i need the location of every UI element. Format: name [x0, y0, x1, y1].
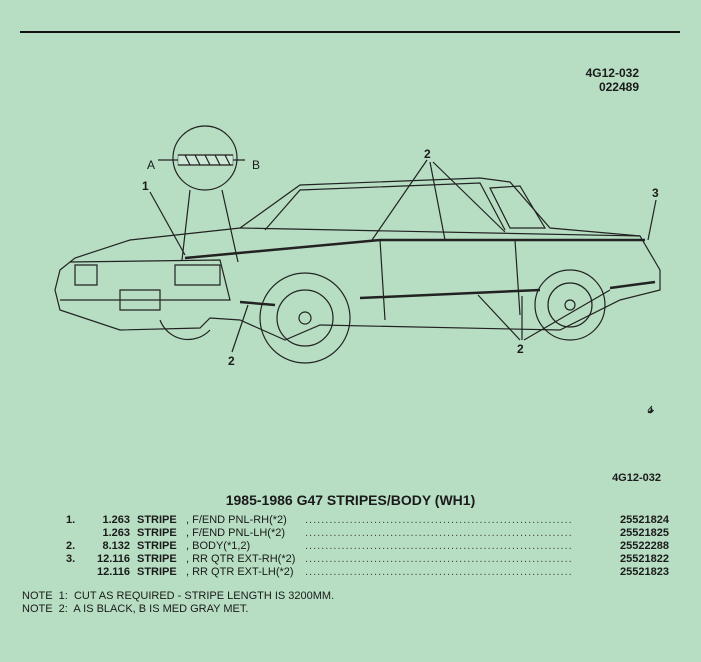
- callout-2-front: 2: [228, 354, 235, 368]
- section-title: 1985-1986 G47 STRIPES/BODY (WH1): [225, 492, 476, 508]
- callout-2-side: 2: [517, 342, 524, 356]
- note-1: NOTE 1: CUT AS REQUIRED - STRIPE LENGTH …: [22, 590, 335, 602]
- callout-2-top: 2: [424, 147, 431, 161]
- label-b: B: [252, 158, 261, 172]
- gm-logo-icon: 𝓈: [648, 400, 654, 417]
- date-code: 022489: [598, 80, 639, 94]
- top-rule: [20, 31, 680, 33]
- label-a: A: [147, 158, 156, 172]
- note-2: NOTE 2: A IS BLACK, B IS MED GRAY MET.: [22, 603, 249, 615]
- callout-1: 1: [142, 179, 149, 193]
- illustration-ref-code: 4G12-032: [612, 472, 661, 484]
- car-stripe-illustration: [54, 125, 661, 364]
- car-body: [54, 177, 661, 341]
- callout-3: 3: [652, 186, 659, 200]
- ref-code: 4G12-032: [585, 66, 639, 80]
- stripe-detail-inset: [158, 125, 245, 263]
